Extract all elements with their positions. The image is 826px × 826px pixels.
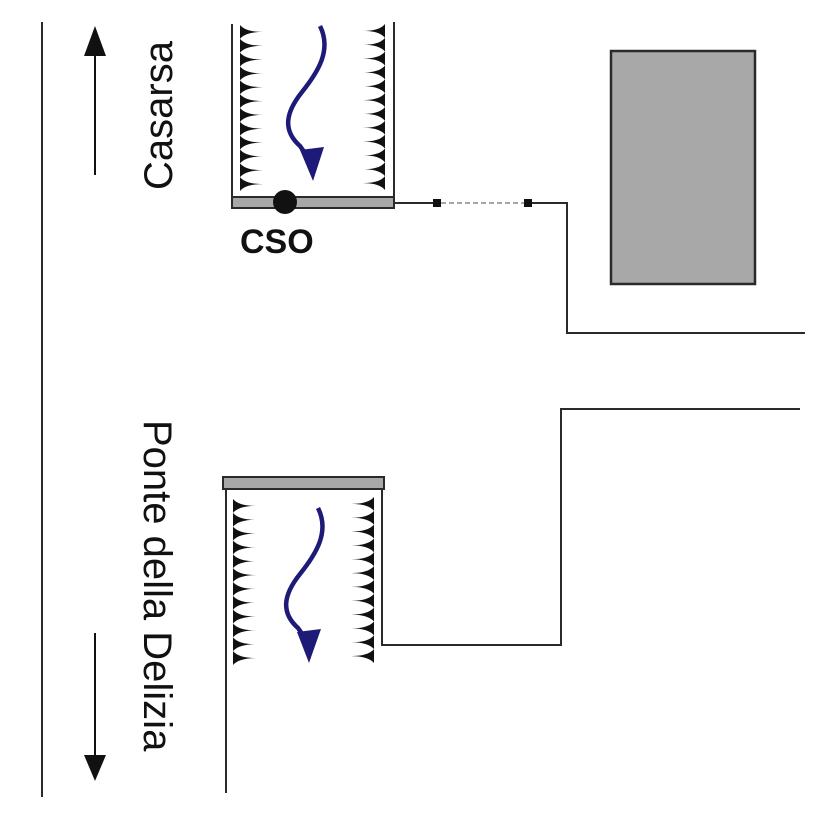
screen-tooth [240,94,263,108]
screen-teeth-left [240,25,263,191]
screen-tooth [351,510,374,525]
screen-tooth [240,163,263,178]
screen-tooth [240,52,263,67]
screen-tooth [240,135,263,150]
screen-tooth [363,162,385,177]
screen-tooth [233,512,256,527]
screen-tooth [233,499,256,513]
screen-tooth [351,607,374,622]
screen-tooth [233,540,256,555]
screen-tooth [351,580,374,594]
screen-tooth [240,66,263,81]
upstream-label: Casarsa [137,40,181,190]
screen-tooth [233,554,256,569]
pipe-node-right [524,199,532,207]
cso-label: CSO [240,223,314,261]
screen-tooth [240,149,263,164]
treatment-building [609,49,757,286]
screen-tooth [363,51,385,66]
screen-tooth [233,623,256,638]
screen-tooth [240,38,263,53]
screen-tooth [351,621,374,636]
flow-arrow [285,24,327,158]
screen-tooth [363,120,385,135]
cover-plate [222,476,385,490]
screen-tooth [351,524,374,539]
screen-tooth [363,134,385,149]
screen-tooth [240,80,263,95]
pipe-node-left [433,199,441,207]
screen-tooth [351,538,374,553]
upstream-direction-arrow [84,26,106,175]
downstream-direction-arrow [84,633,106,781]
downstream-chamber [222,408,800,793]
screen-tooth [363,24,385,38]
overflow-pipe [394,199,805,334]
screen-tooth [240,108,263,122]
screen-tooth [233,526,256,541]
screen-tooth [363,79,385,94]
screen-tooth [363,148,385,163]
screen-teeth-right [363,24,385,190]
screen-tooth [233,609,256,624]
screen-tooth [240,25,263,39]
screen-tooth [363,93,385,107]
screen-teeth-left [233,499,256,665]
screen-tooth [233,568,256,582]
screen-tooth [363,176,385,190]
weir-plate [231,196,395,209]
flow-arrow [283,506,325,640]
screen-tooth [351,566,374,580]
downstream-label: Ponte della Delizia [135,420,179,752]
screen-tooth [233,637,256,652]
screen-tooth [351,497,374,511]
outlet-pipe [381,408,800,646]
screen-tooth [351,635,374,650]
screen-tooth [363,37,385,52]
upstream-cso-chamber: CSO [231,22,395,261]
screen-tooth [233,651,256,665]
screen-tooth [363,65,385,80]
flow-arrowhead [297,629,321,663]
screen-tooth [233,595,256,610]
screen-tooth [233,582,256,596]
screen-tooth [240,121,263,136]
screen-tooth [351,649,374,663]
screen-tooth [363,107,385,121]
flow-arrowhead [300,147,324,181]
screen-tooth [351,552,374,567]
screen-tooth [240,177,263,191]
screen-teeth-right [351,497,374,663]
cso-outlet-dot [273,190,297,214]
screen-tooth [351,593,374,608]
